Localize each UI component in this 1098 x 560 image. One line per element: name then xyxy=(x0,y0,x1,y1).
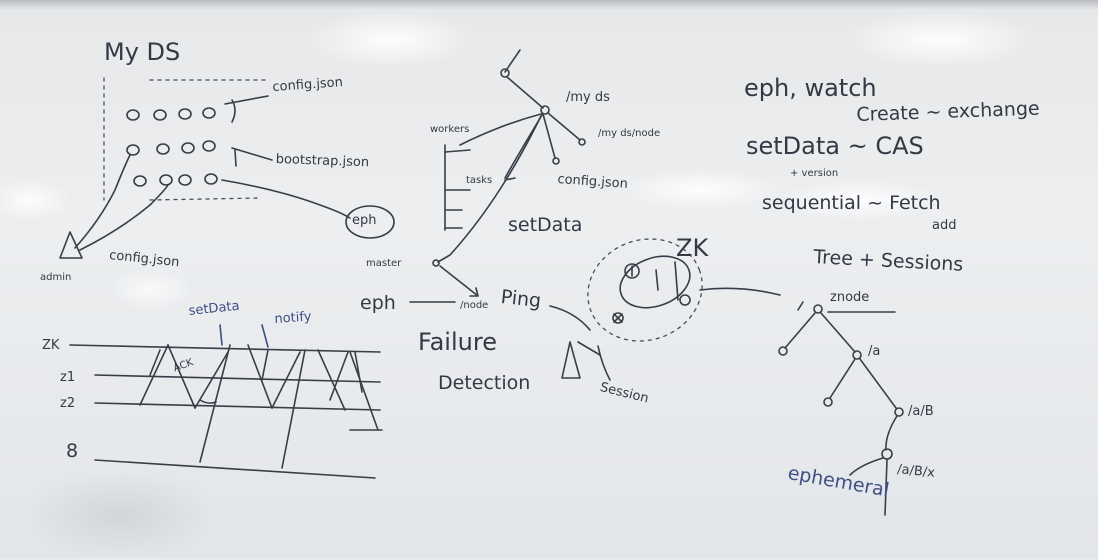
rtree-edge-abx xyxy=(885,415,898,451)
label-zk-big: ZK xyxy=(676,234,709,262)
zk-failed-x xyxy=(613,313,623,323)
arrow-bootstrap xyxy=(231,147,273,161)
label-detection: Detection xyxy=(438,372,531,394)
ephemeral-curve xyxy=(849,457,884,476)
tick-bootstrap xyxy=(234,149,237,167)
client-session-line xyxy=(577,341,601,356)
label-ab: /a/B xyxy=(908,404,934,419)
rtree-slash xyxy=(797,301,804,311)
label-add: add xyxy=(932,218,957,233)
tree-root-node xyxy=(500,68,510,78)
label-znode: znode xyxy=(830,290,870,305)
edge-root-mydz xyxy=(506,76,544,109)
client-triangle xyxy=(561,341,581,379)
sequence-diagram xyxy=(69,344,383,479)
tree-root-slash xyxy=(504,49,521,73)
whiteboard-frame xyxy=(0,0,1098,10)
label-admin: admin xyxy=(40,272,72,283)
label-mydz: /my ds xyxy=(566,90,610,105)
node-mydz-node xyxy=(578,138,586,146)
ack-mark xyxy=(199,399,217,404)
rtree-edge-a-left xyxy=(829,358,856,399)
label-z2: z2 xyxy=(60,396,76,411)
ping-line xyxy=(549,305,591,331)
label-sequential-fetch: sequential ~ Fetch xyxy=(762,192,941,214)
label-ping: Ping xyxy=(499,286,543,313)
label-eph-arrow: eph xyxy=(360,292,396,314)
node-config xyxy=(552,157,560,165)
edge-mydz-workers xyxy=(459,113,542,146)
rtree-root xyxy=(813,304,823,314)
rtree-a-left xyxy=(823,397,833,407)
zk-server-2 xyxy=(679,294,691,306)
zk-inner-ellipse xyxy=(619,255,691,309)
cluster-nodes xyxy=(126,107,218,187)
dotted-line-bottom xyxy=(149,197,261,201)
label-notify-blue: notify xyxy=(274,309,312,327)
smudge xyxy=(20,470,220,560)
edge-mydz-config xyxy=(542,113,556,159)
label-mydz-node: /my ds/node xyxy=(598,128,661,139)
label-zk-small: ZK xyxy=(42,338,60,353)
label-bootstrap-json: bootstrap.json xyxy=(275,152,370,171)
master-node-arrow xyxy=(439,265,479,297)
label-setdata-cas: setData ~ CAS xyxy=(746,132,924,160)
admin-triangle xyxy=(59,231,83,259)
bracket-1 xyxy=(231,99,236,123)
label-setdata-mid: setData xyxy=(508,214,583,236)
label-z1: z1 xyxy=(60,370,76,385)
edge-mydz-node xyxy=(547,112,581,141)
zk-ensemble-circle xyxy=(587,238,703,342)
arrow-config xyxy=(224,95,269,105)
label-node: /node xyxy=(460,300,489,311)
zk-server-3 xyxy=(612,312,624,324)
label-eph-watch: eph, watch xyxy=(744,74,877,102)
eph-bubble xyxy=(345,205,395,239)
label-failure: Failure xyxy=(418,328,497,356)
setdata-notify-arrows xyxy=(219,324,269,348)
ephemeral-pointer xyxy=(884,459,888,516)
rtree-edge-left xyxy=(784,312,816,349)
label-master: master xyxy=(366,258,402,269)
label-plus-version: + version xyxy=(790,168,839,179)
session-line xyxy=(597,345,611,381)
rtree-a xyxy=(852,350,862,360)
zk-divider-2 xyxy=(674,261,679,301)
rtree-edge-ab xyxy=(859,358,897,409)
tasks-arrow xyxy=(504,177,516,181)
line-to-eph xyxy=(221,179,351,219)
admin-line-1 xyxy=(74,154,131,249)
rtree-abx xyxy=(881,448,893,460)
admin-line-2 xyxy=(79,184,169,251)
rtree-left xyxy=(778,346,788,356)
node-mydz xyxy=(540,105,550,115)
zk-divider-1 xyxy=(655,269,659,291)
label-tasks: tasks xyxy=(466,175,493,186)
label-a: /a xyxy=(868,344,881,359)
title-mydz: My DS xyxy=(104,38,181,66)
label-client-8: 8 xyxy=(66,440,79,462)
rtree-edge-a xyxy=(820,312,856,353)
label-eph-bubble: eph xyxy=(352,213,377,228)
label-workers: workers xyxy=(430,124,470,135)
zk-to-tree-line xyxy=(699,287,781,296)
node-master xyxy=(432,259,440,267)
edge-mydz-master xyxy=(437,115,542,263)
bracket-line-1 xyxy=(444,149,471,153)
rtree-ab xyxy=(894,407,904,417)
zk-server-1 xyxy=(624,263,640,279)
